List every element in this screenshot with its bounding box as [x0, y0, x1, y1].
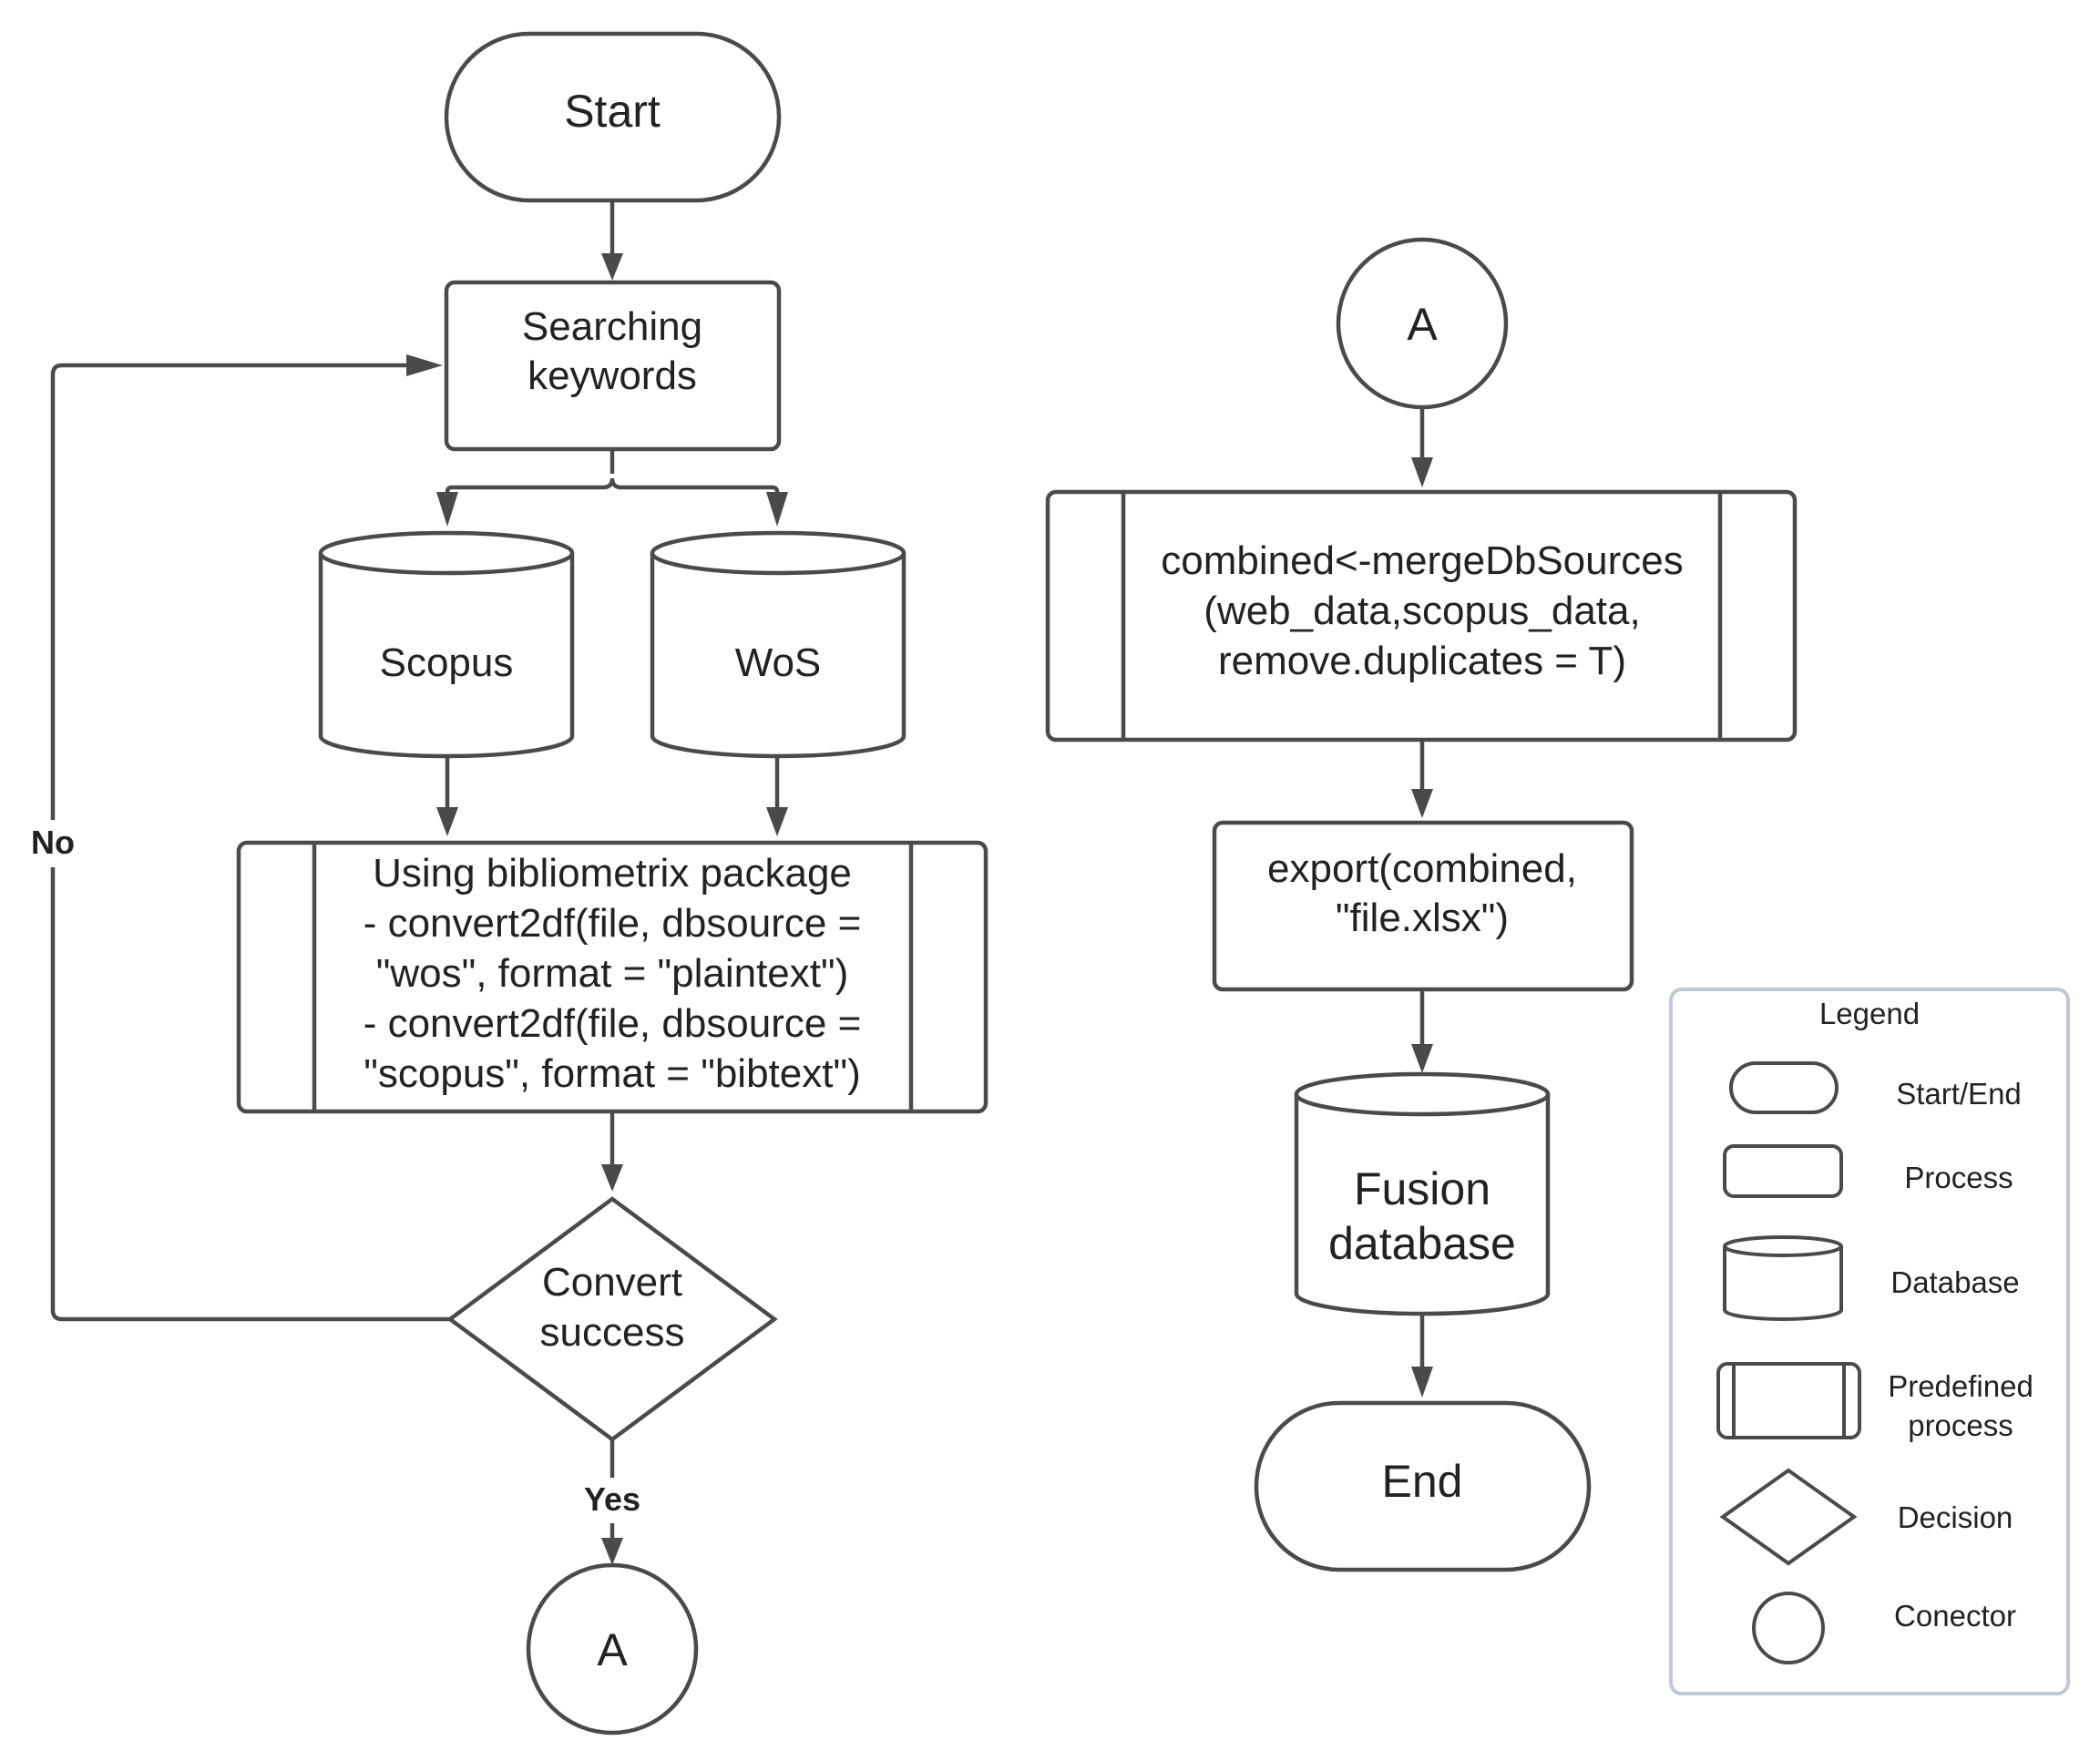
- decision-line-1: Convert: [542, 1260, 682, 1305]
- legend-start-end-label: Start/End: [1896, 1077, 2022, 1111]
- fusion-database-line-2: database: [1328, 1218, 1516, 1269]
- connector-a-top-label: A: [1407, 299, 1438, 350]
- wos-database: WoS: [650, 530, 907, 759]
- bibliometrix-predefined-process: Using bibliometrix package - convert2df(…: [236, 840, 989, 1114]
- legend-item-connector: Conector: [1752, 1592, 2016, 1664]
- decision-line-2: success: [540, 1310, 685, 1355]
- merge-line-2: (web_data,scopus_data,: [1204, 589, 1640, 633]
- arrow-scopus-to-process: [436, 756, 458, 836]
- connector-a-top: A: [1336, 237, 1509, 410]
- legend-predefined-label-line-1: Predefined: [1888, 1369, 2033, 1403]
- no-label-background: [20, 820, 86, 867]
- legend-item-database: Database: [1723, 1235, 2020, 1321]
- merge-line-1: combined<-mergeDbSources: [1161, 538, 1684, 583]
- scopus-label: Scopus: [380, 640, 514, 685]
- arrow-connector-to-merge: [1411, 407, 1433, 487]
- legend: Legend Start/End Process Database Predef…: [1669, 988, 2070, 1695]
- start-label: Start: [564, 86, 661, 137]
- end-label: End: [1382, 1456, 1463, 1507]
- wos-label: WoS: [735, 640, 822, 685]
- fusion-database-line-1: Fusion: [1354, 1163, 1490, 1214]
- connector-a-bottom-label: A: [597, 1624, 628, 1675]
- no-edge-label: No: [31, 824, 75, 861]
- start-terminal: Start: [444, 31, 782, 203]
- export-line-2: "file.xlsx"): [1336, 896, 1509, 940]
- bibliometrix-line-5: "scopus", format = "bibtext"): [364, 1051, 860, 1096]
- arrow-database-to-end: [1411, 1314, 1433, 1398]
- legend-predefined-process-symbol: [1716, 1362, 1861, 1439]
- bibliometrix-line-1: Using bibliometrix package: [373, 851, 852, 896]
- convert-success-decision: Convert success: [446, 1196, 778, 1442]
- arrow-export-to-database: [1411, 989, 1433, 1073]
- legend-predefined-label-line-2: process: [1908, 1408, 2013, 1442]
- legend-database-symbol-body: [1723, 1246, 1843, 1321]
- legend-item-predefined-process: Predefined process: [1716, 1362, 2033, 1442]
- bibliometrix-line-3: "wos", format = "plaintext"): [376, 951, 849, 996]
- arrow-wos-to-process: [766, 756, 788, 836]
- legend-connector-symbol: [1752, 1592, 1825, 1664]
- legend-item-process: Process: [1723, 1144, 2013, 1198]
- arrow-start-to-search: [601, 200, 623, 281]
- legend-database-symbol-top: [1723, 1235, 1843, 1257]
- legend-item-decision: Decision: [1719, 1468, 2013, 1566]
- legend-connector-label: Conector: [1894, 1599, 2016, 1633]
- bibliometrix-line-4: - convert2df(file, dbsource =: [364, 1001, 862, 1046]
- end-terminal: End: [1254, 1400, 1592, 1572]
- scopus-database: Scopus: [318, 530, 575, 759]
- legend-process-symbol: [1723, 1144, 1843, 1198]
- legend-decision-label: Decision: [1898, 1500, 2013, 1534]
- export-process: export(combined, "file.xlsx"): [1212, 820, 1634, 992]
- yes-label-background: [569, 1478, 656, 1523]
- legend-database-label: Database: [1890, 1265, 2019, 1299]
- arrow-merge-to-export: [1411, 740, 1433, 818]
- searching-keywords-process: Searching keywords: [444, 280, 782, 452]
- legend-start-end-symbol: [1729, 1061, 1839, 1114]
- legend-item-start-end: Start/End: [1729, 1061, 2022, 1114]
- merge-predefined-process: combined<-mergeDbSources (web_data,scopu…: [1045, 489, 1798, 742]
- export-line-1: export(combined,: [1267, 846, 1577, 891]
- connector-a-bottom: A: [526, 1562, 699, 1736]
- searching-keywords-line-2: keywords: [528, 353, 697, 398]
- arrow-search-split: [436, 449, 788, 527]
- arrow-no-loop: [50, 354, 450, 1322]
- merge-line-3: remove.duplicates = T): [1218, 639, 1626, 683]
- fusion-database: Fusion database: [1294, 1071, 1551, 1316]
- arrow-process-to-decision: [601, 1111, 623, 1192]
- legend-decision-symbol: [1719, 1468, 1858, 1566]
- yes-edge-label: Yes: [584, 1480, 640, 1518]
- legend-process-label: Process: [1904, 1161, 2013, 1194]
- bibliometrix-line-2: - convert2df(file, dbsource =: [364, 901, 862, 946]
- searching-keywords-line-1: Searching: [522, 304, 702, 349]
- legend-title: Legend: [1819, 997, 1920, 1030]
